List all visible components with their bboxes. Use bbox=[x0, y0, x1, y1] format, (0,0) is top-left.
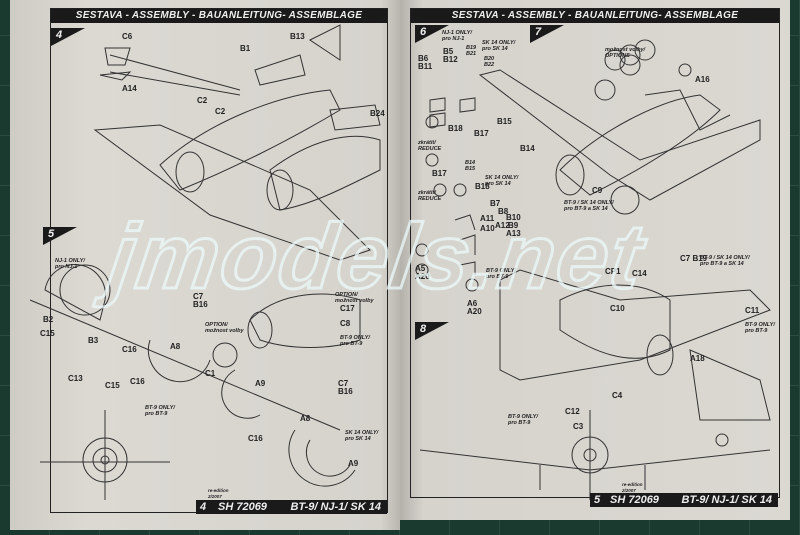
part-label: B7 bbox=[490, 199, 501, 208]
part-label: C3 bbox=[573, 422, 584, 431]
part-label: zkrátit/ REDUCE bbox=[418, 140, 442, 152]
part-label: B14 bbox=[520, 144, 535, 153]
part-label: C16 bbox=[130, 377, 145, 386]
part-label: C12 bbox=[565, 407, 580, 416]
part-label: BT-9 ONLY/ pro BT-9 bbox=[508, 414, 538, 426]
part-label: BT-9 ONLY/ pro BT-9 bbox=[340, 335, 370, 347]
left-page: SESTAVA - ASSEMBLY - BAUANLEITUNG- ASSEM… bbox=[10, 0, 400, 530]
page-footer: 4 SH 72069 BT-9/ NJ-1/ SK 14 bbox=[196, 500, 387, 514]
part-label: BT-9 / SK 14 ONLY/ pro BT-9 a SK 14 bbox=[700, 255, 750, 267]
part-label: CP1 bbox=[605, 267, 621, 276]
watermark-logo: jmodels.net bbox=[101, 205, 652, 310]
part-label: BT-9 ONLY/ pro BT-9 bbox=[145, 405, 175, 417]
part-label: SK 14 ONLY/ pro SK 14 bbox=[485, 175, 519, 187]
part-label: B18 bbox=[475, 182, 490, 191]
right-page: SESTAVA - ASSEMBLY - BAUANLEITUNG- ASSEM… bbox=[400, 0, 790, 520]
part-label: C16 bbox=[248, 434, 263, 443]
part-label: C7 B19 bbox=[680, 254, 708, 263]
reedition-note: re-edition 2/2007 bbox=[208, 488, 229, 499]
part-label: B17 bbox=[474, 129, 489, 138]
part-label: B2 bbox=[43, 315, 54, 324]
assembly-drawing-left bbox=[29, 24, 381, 500]
part-label: A9 bbox=[348, 459, 359, 468]
part-label: B6 B11 bbox=[418, 54, 433, 71]
part-label: A13 bbox=[506, 229, 521, 238]
part-label: B8 bbox=[498, 207, 509, 216]
page-footer: 5 SH 72069 BT-9/ NJ-1/ SK 14 bbox=[590, 493, 778, 507]
part-label: možnost volby/ OPTIONS bbox=[605, 47, 646, 59]
part-label: C14 bbox=[632, 269, 647, 278]
part-label: SK 14 ONLY/ pro SK 14 bbox=[482, 40, 516, 52]
part-label: C16 bbox=[122, 345, 137, 354]
part-label: OPTION/ možnost volby bbox=[335, 292, 374, 304]
part-label: B20 B22 bbox=[484, 56, 495, 68]
part-label: B3 bbox=[88, 336, 99, 345]
part-label: C13 bbox=[68, 374, 83, 383]
part-label: B17 bbox=[432, 169, 447, 178]
part-label: C7 B16 bbox=[193, 292, 208, 309]
part-label: A16 bbox=[695, 75, 710, 84]
part-label: C8 bbox=[340, 319, 351, 328]
part-label: C17 bbox=[340, 304, 355, 313]
part-label: C1 bbox=[205, 369, 216, 378]
part-label: B1 bbox=[240, 44, 251, 53]
part-label: C6 bbox=[122, 32, 133, 41]
part-label: C2 bbox=[215, 107, 226, 116]
part-label: A11 bbox=[480, 214, 495, 223]
page-number: 5 bbox=[594, 494, 601, 506]
part-label: B13 bbox=[290, 32, 305, 41]
part-label: OPTION/ možnost volby bbox=[205, 322, 244, 334]
header-banner: SESTAVA - ASSEMBLY - BAUANLEITUNG- ASSEM… bbox=[411, 9, 779, 23]
part-label: B15 bbox=[497, 117, 512, 126]
kit-title: BT-9/ NJ-1/ SK 14 bbox=[290, 501, 381, 513]
part-label: A9 bbox=[255, 379, 266, 388]
part-label: B19 B21 bbox=[466, 45, 477, 57]
part-label: BT-9 ONLY/ pro BT-9 bbox=[745, 322, 775, 334]
part-label: B5 B12 bbox=[443, 47, 458, 64]
part-label: C4 bbox=[612, 391, 623, 400]
header-banner: SESTAVA - ASSEMBLY - BAUANLEITUNG- ASSEM… bbox=[51, 9, 387, 23]
part-label: C11 bbox=[745, 306, 760, 315]
part-label: A12 bbox=[495, 221, 510, 230]
part-label: SK 14 ONLY/ pro SK 14 bbox=[345, 430, 379, 442]
part-label: B18 bbox=[448, 124, 463, 133]
part-label: C15 bbox=[40, 329, 55, 338]
part-label: BT-9 ONLY/ pro BT-9 bbox=[486, 268, 516, 280]
page-number: 4 bbox=[200, 501, 207, 513]
part-label: A6 A20 bbox=[467, 299, 482, 316]
part-label: A5 A20 bbox=[415, 264, 430, 281]
part-label: A8 bbox=[300, 414, 311, 423]
kit-title: BT-9/ NJ-1/ SK 14 bbox=[681, 494, 772, 506]
part-label: B24 bbox=[370, 109, 385, 118]
part-label: A14 bbox=[122, 84, 137, 93]
part-label: C10 bbox=[610, 304, 625, 313]
part-label: NJ-1 ONLY/ pro NJ-1 bbox=[442, 30, 472, 42]
kit-code: SH 72069 bbox=[610, 494, 659, 506]
part-label: A10 bbox=[480, 224, 495, 233]
part-label: NJ-1 ONLY/ pro NJ-1 bbox=[55, 258, 85, 270]
part-label: C2 bbox=[197, 96, 208, 105]
part-label: C7 B16 bbox=[338, 379, 353, 396]
part-label: C15 bbox=[105, 381, 120, 390]
part-label: B10 bbox=[506, 213, 521, 222]
part-label: B9 bbox=[508, 221, 519, 230]
part-label: A18 bbox=[690, 354, 705, 363]
assembly-drawing-right bbox=[415, 39, 771, 500]
part-label: BT-9 / SK 14 ONLY/ pro BT-9 a SK 14 bbox=[564, 200, 614, 212]
part-label: zkrátit/ REDUCE bbox=[418, 190, 442, 202]
reedition-note: re-edition 2/2007 bbox=[622, 482, 643, 493]
part-label: B14 B15 bbox=[465, 160, 476, 172]
part-label: C9 bbox=[592, 186, 603, 195]
kit-code: SH 72069 bbox=[218, 501, 267, 513]
part-label: A8 bbox=[170, 342, 181, 351]
